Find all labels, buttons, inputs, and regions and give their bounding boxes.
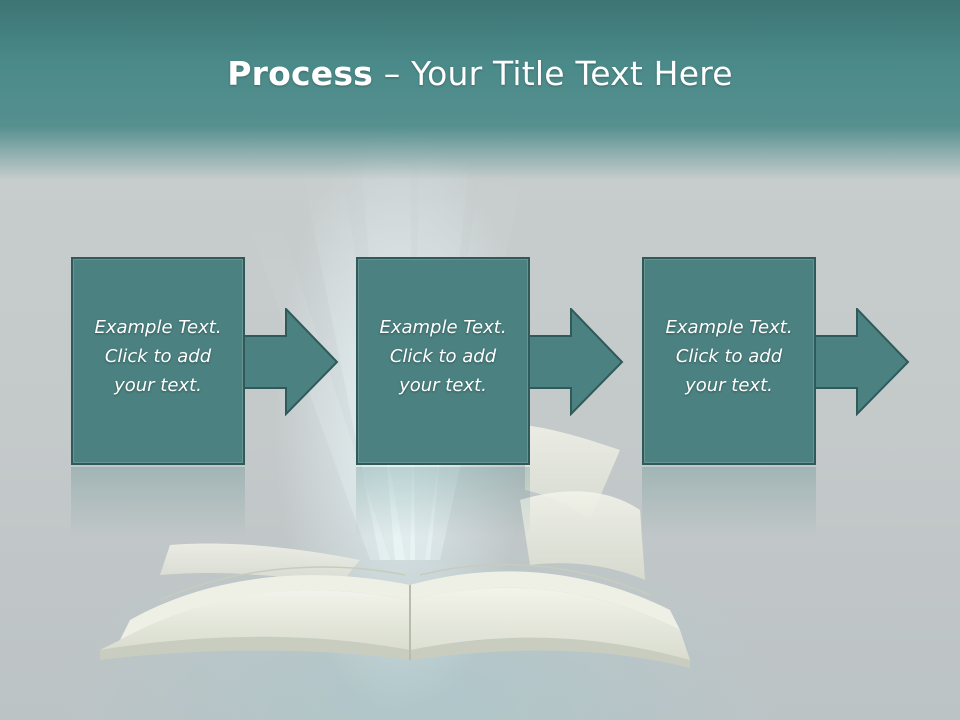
step-text-3[interactable]: Example Text. Click to add your text.: [665, 317, 793, 396]
step-box-1[interactable]: Example Text. Click to add your text.: [71, 257, 245, 465]
step-text-2[interactable]: Example Text. Click to add your text.: [379, 317, 507, 396]
arrow-right-icon: [243, 308, 339, 416]
title-bold: Process: [227, 54, 374, 93]
header-band: [0, 0, 960, 180]
step-reflection-1: [71, 467, 245, 537]
step-reflection-2: [356, 467, 530, 537]
slide-title[interactable]: Process – Your Title Text Here: [0, 54, 960, 93]
arrow-right-icon: [528, 308, 624, 416]
step-text-1[interactable]: Example Text. Click to add your text.: [94, 317, 222, 396]
step-reflection-3: [642, 467, 816, 537]
arrow-right-icon: [814, 308, 910, 416]
title-rest: – Your Title Text Here: [373, 54, 733, 93]
step-box-2[interactable]: Example Text. Click to add your text.: [356, 257, 530, 465]
step-box-3[interactable]: Example Text. Click to add your text.: [642, 257, 816, 465]
